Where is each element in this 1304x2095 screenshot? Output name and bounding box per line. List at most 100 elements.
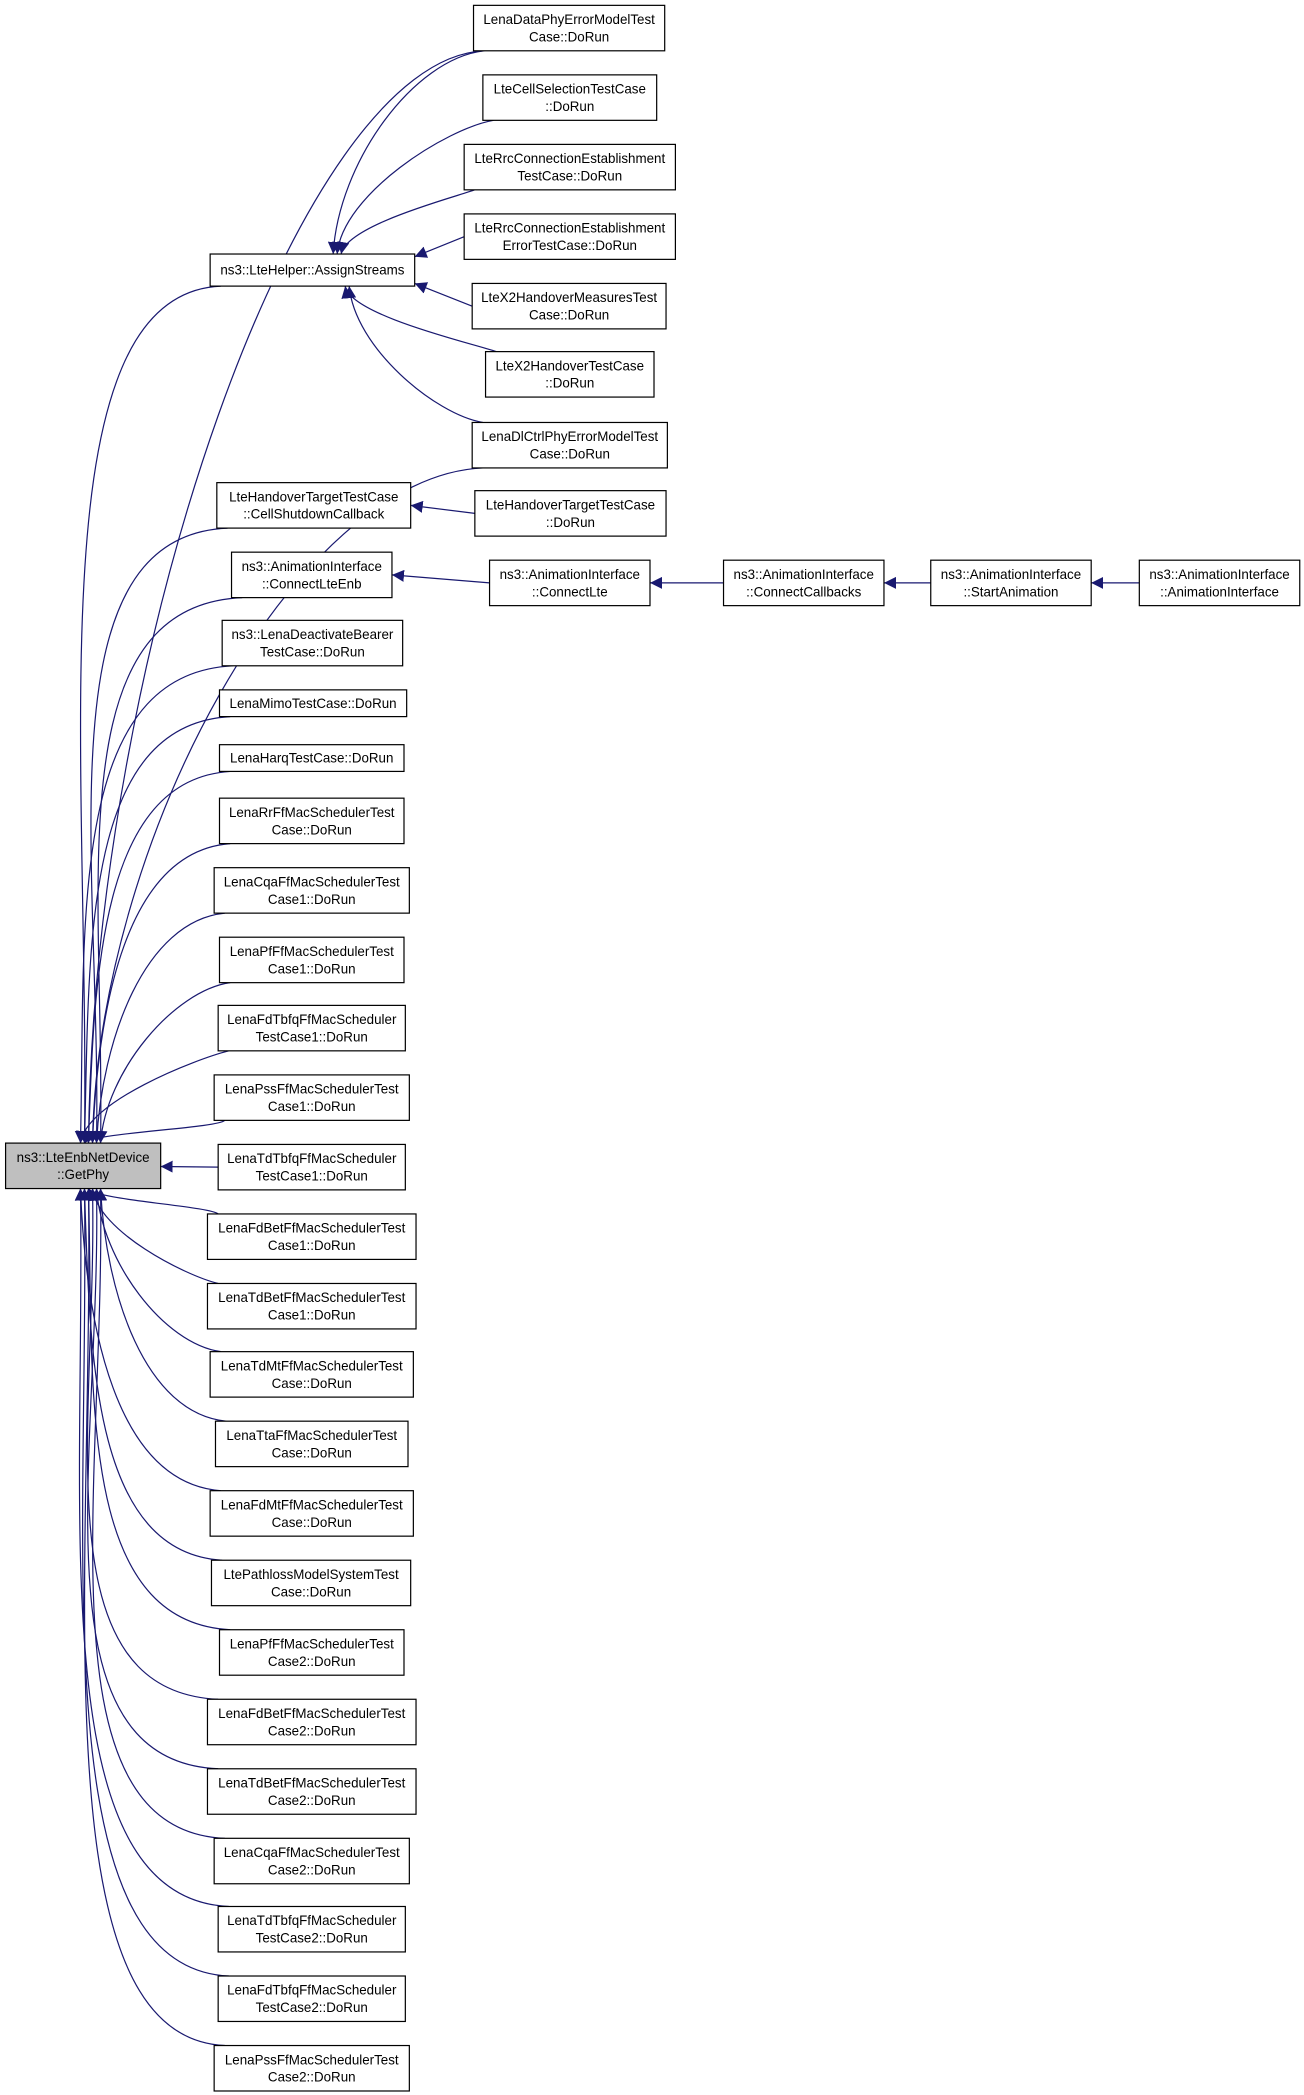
node-label: LenaFdTbfqFfMacScheduler [227,1983,397,1998]
node-box [722,559,885,607]
node-label: ns3::LenaDeactivateBearer [231,627,393,642]
node-cellsel[interactable]: LteCellSelectionTestCase::DoRun [482,74,658,121]
node-mimo[interactable]: LenaMimoTestCase::DoRun [218,689,408,718]
node-hotarget[interactable]: LteHandoverTargetTestCase::DoRun [474,490,667,537]
node-label: Case2::DoRun [268,2070,356,2085]
edge-cellsel-to-assign [332,119,494,255]
edge-dataphy-to-assign [327,50,485,255]
node-box [488,559,651,607]
node-animif[interactable]: ns3::AnimationInterface::AnimationInterf… [1138,559,1301,607]
node-box [218,689,408,718]
node-box [213,2044,410,2092]
node-connlte[interactable]: ns3::AnimationInterface::ConnectLte [488,559,651,607]
node-label: ::DoRun [545,99,594,114]
node-box [4,1142,162,1190]
node-box [213,1074,410,1121]
node-label: LteRrcConnectionEstablishment [474,221,665,236]
node-box [484,351,655,398]
node-label: Case::DoRun [529,308,609,323]
node-box [930,559,1092,607]
node-box [230,551,393,599]
node-label: LenaFdBetFfMacSchedulerTest [218,1706,405,1721]
node-x2ho[interactable]: LteX2HandoverTestCase::DoRun [484,351,655,398]
node-getphy[interactable]: ns3::LteEnbNetDevice::GetPhy [4,1142,162,1190]
node-harq[interactable]: LenaHarqTestCase::DoRun [218,744,405,773]
node-label: LenaTdBetFfMacSchedulerTest [218,1290,405,1305]
node-label: ns3::AnimationInterface [734,567,874,582]
node-label: LteHandoverTargetTestCase [486,497,655,512]
node-label: TestCase::DoRun [260,644,365,659]
node-label: ::CellShutdownCallback [243,507,384,522]
edge-connlte-to-connenb [391,569,490,584]
node-label: ::StartAnimation [963,584,1058,599]
node-label: Case1::DoRun [268,1238,356,1253]
node-label: Case::DoRun [271,1584,351,1599]
node-label: ::ConnectLte [532,584,608,599]
node-label: LenaDataPhyErrorModelTest [483,12,655,27]
node-label: LteRrcConnectionEstablishment [474,151,665,166]
node-connenb[interactable]: ns3::AnimationInterface::ConnectLteEnb [230,551,393,599]
node-label: ::ConnectLteEnb [262,576,362,591]
node-label: LtePathlossModelSystemTest [223,1567,399,1582]
node-label: ns3::AnimationInterface [242,559,382,574]
node-label: Case2::DoRun [268,1862,356,1877]
node-conncb[interactable]: ns3::AnimationInterface::ConnectCallback… [722,559,885,607]
edge-dlctrl-to-assign [344,286,483,424]
node-label: LenaCqaFfMacSchedulerTest [224,874,400,889]
node-assign[interactable]: ns3::LteHelper::AssignStreams [209,253,416,287]
node-label: ns3::LteHelper::AssignStreams [220,263,404,278]
node-label: LteCellSelectionTestCase [494,82,646,97]
node-label: ns3::AnimationInterface [1149,567,1289,582]
node-label: ns3::AnimationInterface [500,567,640,582]
node-label: Case2::DoRun [268,1654,356,1669]
node-label: Case1::DoRun [268,1308,356,1323]
node-box [221,619,404,667]
edge-connenb-to-getphy [94,597,243,1144]
node-box [218,1629,405,1676]
node-label: LteHandoverTargetTestCase [229,489,398,504]
node-label: Case::DoRun [272,1515,352,1530]
edge-rrcerr-to-assign [414,236,465,258]
node-label: ::AnimationInterface [1160,584,1279,599]
node-box [217,1143,406,1191]
node-startanim[interactable]: ns3::AnimationInterface::StartAnimation [930,559,1092,607]
node-label: Case1::DoRun [268,1099,356,1114]
node-box [217,1975,406,2023]
node-rrcerr[interactable]: LteRrcConnectionEstablishmentErrorTestCa… [463,213,676,260]
node-label: LenaFdMtFfMacSchedulerTest [221,1497,403,1512]
edge-harq-to-getphy [82,770,231,1144]
edge-fdmt-to-getphy [74,1188,221,1492]
edge-fdbet2-to-getphy [86,1188,219,1700]
edge-tdbet2-to-getphy [87,1188,219,1770]
node-label: LenaPssFfMacSchedulerTest [225,2052,399,2067]
node-box [471,421,668,469]
node-box [463,143,676,191]
node-cellshut[interactable]: LteHandoverTargetTestCase::CellShutdownC… [216,482,412,529]
edge-cqa1-to-getphy [91,912,225,1144]
node-rrc[interactable]: LteRrcConnectionEstablishmentTestCase::D… [463,143,676,191]
